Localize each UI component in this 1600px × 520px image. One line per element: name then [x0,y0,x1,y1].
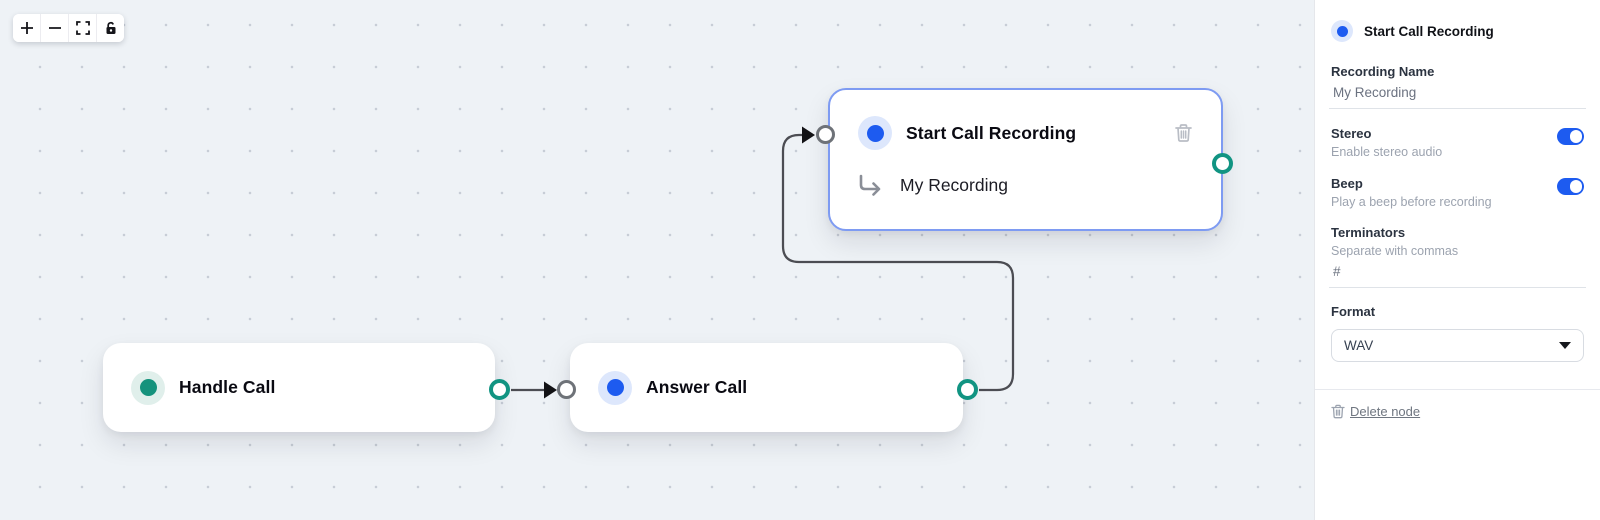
recording-name-input[interactable]: My Recording [1329,79,1586,109]
toggle-knob [1569,180,1582,193]
trash-icon [1331,404,1345,419]
zoom-out-button[interactable] [41,14,68,42]
beep-toggle[interactable] [1557,178,1584,195]
node-sublabel: My Recording [900,174,1008,195]
input-handle-start-call-recording[interactable] [816,125,835,144]
node-header: Answer Call [570,343,963,432]
delete-node-icon[interactable] [1174,123,1193,143]
terminators-description: Separate with commas [1331,244,1459,258]
canvas-toolbar [13,14,124,42]
chevron-down-icon [1559,342,1571,349]
edges-layer [511,126,1015,399]
beep-label: Beep [1331,176,1363,191]
flow-canvas[interactable]: Handle Call Answer Call Start Call Recor… [0,0,1314,520]
node-title: Answer Call [646,377,748,397]
blue-dot-icon [606,379,624,396]
zoom-in-button[interactable] [13,14,40,42]
stereo-description: Enable stereo audio [1331,145,1443,159]
fit-view-button[interactable] [69,14,96,42]
node-subtitle-row: My Recording [830,174,1221,196]
fit-view-icon [75,21,90,35]
stereo-row: Stereo Enable stereo audio [1331,126,1584,159]
toggle-knob [1569,130,1582,143]
node-title: Handle Call [179,377,276,397]
node-type-icon [858,116,892,150]
node-type-icon [598,370,632,405]
delete-node-label: Delete node [1350,404,1421,419]
node-header: Handle Call [103,343,495,432]
minus-icon [48,27,61,29]
node-header: Start Call Recording [830,116,1221,150]
node-properties-panel: Start Call Recording Recording Name My R… [1314,0,1600,520]
unlock-icon [106,21,115,34]
toolbar-divider [68,14,69,42]
panel-title: Start Call Recording [1364,23,1494,39]
beep-description: Play a beep before recording [1331,195,1492,209]
node-answer-call[interactable]: Answer Call [570,343,963,432]
delete-node-button[interactable]: Delete node [1331,404,1584,419]
beep-row: Beep Play a beep before recording [1331,176,1584,209]
input-handle-answer-call[interactable] [557,380,576,399]
output-handle-answer-call[interactable] [957,379,978,400]
edge-arrowhead-icon [802,126,815,144]
blue-dot-icon [866,124,884,142]
recording-name-label: Recording Name [1331,64,1435,79]
branch-arrow-icon [859,174,881,196]
toolbar-divider [96,14,97,42]
terminators-label: Terminators [1331,225,1406,240]
panel-divider [1315,389,1600,390]
toolbar-divider [40,14,41,42]
beep-text: Beep Play a beep before recording [1331,176,1492,209]
lock-button[interactable] [97,14,124,42]
blue-dot-icon [1336,25,1348,37]
node-title: Start Call Recording [906,122,1077,143]
edge-arrowhead-icon [544,381,557,399]
node-type-icon [1331,20,1353,42]
format-select[interactable]: WAV [1331,329,1584,362]
node-type-icon [131,370,165,405]
panel-header: Start Call Recording [1331,20,1584,42]
stereo-label: Stereo [1331,126,1372,141]
stereo-text: Stereo Enable stereo audio [1331,126,1442,159]
format-label: Format [1331,304,1376,319]
stereo-toggle[interactable] [1557,128,1584,145]
output-handle-handle-call[interactable] [489,379,510,400]
format-selected-value: WAV [1344,338,1374,353]
trash-icon [1175,124,1192,142]
terminators-input[interactable]: # [1329,258,1586,288]
node-handle-call[interactable]: Handle Call [103,343,495,432]
plus-icon [20,22,33,34]
teal-dot-icon [139,379,157,396]
output-handle-start-call-recording[interactable] [1212,153,1233,174]
node-start-call-recording[interactable]: Start Call Recording My Recording [828,88,1223,231]
